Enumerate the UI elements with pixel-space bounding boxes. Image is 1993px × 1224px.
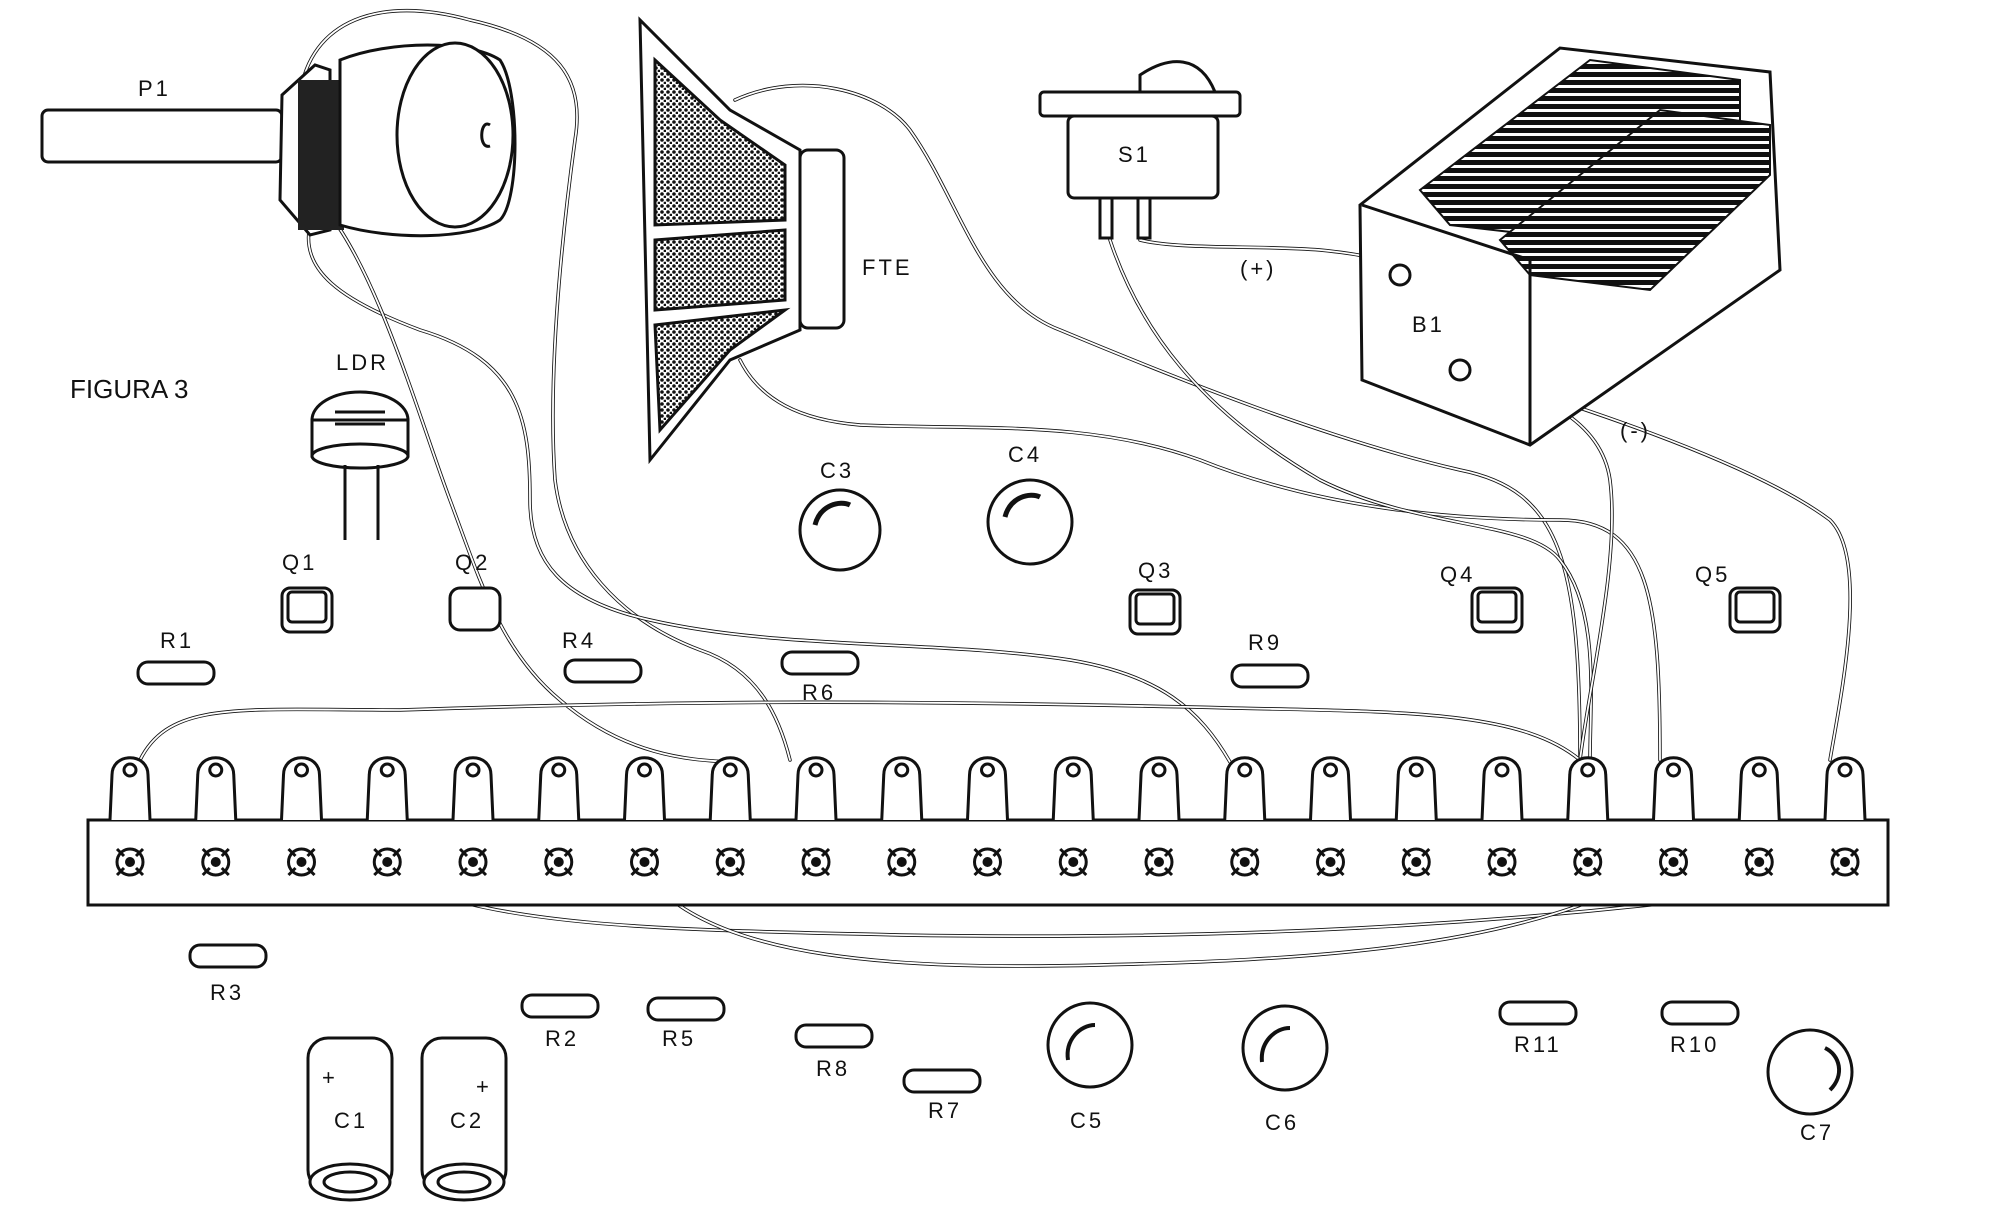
terminal-lug [280, 756, 323, 877]
capacitor-c1: + C1 [306, 1036, 394, 1202]
label-r7: R7 [928, 1098, 962, 1123]
terminal-lug [1652, 756, 1695, 877]
terminal-lug [451, 756, 495, 877]
transistor-group: Q1 Q2 Q3 Q4 Q5 [280, 550, 1782, 636]
resistor-group: R1 R4 R6 R9 R3 R2 R5 R8 [136, 628, 1740, 1123]
label-minus: (-) [1620, 418, 1651, 443]
label-r11: R11 [1514, 1032, 1562, 1057]
terminal-lug [1394, 756, 1438, 877]
terminal-lug [537, 756, 581, 877]
label-c5: C5 [1070, 1108, 1104, 1133]
battery-holder-b1: B1 (+) (-) [1240, 46, 1782, 447]
label-fte: FTE [862, 255, 913, 280]
capacitor-c4: C4 [986, 442, 1074, 566]
label-r8: R8 [816, 1056, 850, 1081]
terminal-lug [1137, 756, 1181, 877]
terminal-lug [1823, 756, 1867, 877]
speaker-fte: FTE [638, 16, 913, 465]
label-r4: R4 [562, 628, 596, 653]
capacitor-c5: C5 [1046, 1001, 1134, 1133]
switch-s1: S1 [1038, 60, 1242, 240]
ldr-sensor: LDR [310, 350, 410, 540]
resistor-r7: R7 [902, 1068, 982, 1123]
terminal-lug [708, 756, 752, 877]
label-r10: R10 [1670, 1032, 1719, 1057]
transistor-q5: Q5 [1695, 562, 1782, 634]
resistor-r6: R6 [780, 650, 860, 705]
transistor-q3: Q3 [1128, 558, 1182, 636]
wire-harness [138, 8, 1852, 968]
c2-polarity: + [476, 1074, 492, 1099]
transistor-q2: Q2 [448, 550, 502, 632]
resistor-r9: R9 [1230, 630, 1310, 689]
label-r6: R6 [802, 680, 836, 705]
label-ldr: LDR [336, 350, 389, 375]
c1-polarity: + [322, 1065, 338, 1090]
resistor-r4: R4 [562, 628, 643, 684]
label-p1: P1 [138, 76, 171, 101]
terminal-lug [194, 756, 238, 877]
label-c3: C3 [820, 458, 854, 483]
label-c4: C4 [1008, 442, 1042, 467]
resistor-r2: R2 [520, 993, 600, 1051]
terminal-lug [794, 756, 838, 877]
transistor-q4: Q4 [1440, 562, 1524, 634]
terminal-strip [86, 756, 1890, 907]
resistor-r11: R11 [1498, 1000, 1578, 1057]
terminal-lug [1309, 756, 1352, 877]
capacitor-c7: C7 [1766, 1028, 1854, 1145]
electrolytic-capacitor-group: + C1 + C2 [306, 1036, 508, 1202]
label-c2: C2 [450, 1108, 484, 1133]
terminal-lug [623, 756, 666, 877]
label-plus: (+) [1240, 256, 1277, 281]
capacitor-c3: C3 [798, 458, 882, 572]
label-q2: Q2 [455, 550, 490, 575]
label-s1: S1 [1118, 142, 1151, 167]
potentiometer-terminals [298, 80, 344, 230]
resistor-r1: R1 [136, 628, 216, 686]
label-q3: Q3 [1138, 558, 1173, 583]
terminal-lug [1737, 756, 1781, 877]
switch-rocker [1138, 60, 1218, 94]
label-r2: R2 [545, 1026, 579, 1051]
resistor-r8: R8 [794, 1023, 874, 1081]
label-r1: R1 [160, 628, 194, 653]
speaker-magnet [798, 148, 846, 330]
resistor-r5: R5 [646, 996, 726, 1051]
battery-positive-terminal [1388, 263, 1412, 287]
terminal-lug [1480, 756, 1524, 877]
battery-negative-terminal [1448, 358, 1472, 382]
label-q5: Q5 [1695, 562, 1730, 587]
terminal-lug [108, 756, 152, 877]
figure-title: FIGURA 3 [70, 374, 188, 404]
capacitor-c6: C6 [1241, 1004, 1329, 1135]
label-q1: Q1 [282, 550, 317, 575]
ceramic-capacitor-group: C3 C4 C5 C6 C7 [798, 442, 1854, 1145]
potentiometer-p1: P1 [40, 41, 517, 238]
label-r9: R9 [1248, 630, 1282, 655]
label-c7: C7 [1800, 1120, 1834, 1145]
terminal-lug [365, 756, 409, 877]
terminal-lug [966, 756, 1009, 877]
transistor-q1: Q1 [280, 550, 334, 634]
label-b1: B1 [1412, 312, 1445, 337]
resistor-r10: R10 [1660, 1000, 1740, 1057]
label-r5: R5 [662, 1026, 696, 1051]
terminal-lug [1051, 756, 1095, 877]
terminal-lug [1223, 756, 1267, 877]
capacitor-c2: + C2 [420, 1036, 508, 1202]
label-q4: Q4 [1440, 562, 1475, 587]
label-r3: R3 [210, 980, 244, 1005]
resistor-r3: R3 [188, 943, 268, 1005]
terminal-lug [1566, 756, 1610, 877]
potentiometer-shaft [40, 108, 284, 164]
terminal-lug [880, 756, 924, 877]
label-c1: C1 [334, 1108, 368, 1133]
label-c6: C6 [1265, 1110, 1299, 1135]
